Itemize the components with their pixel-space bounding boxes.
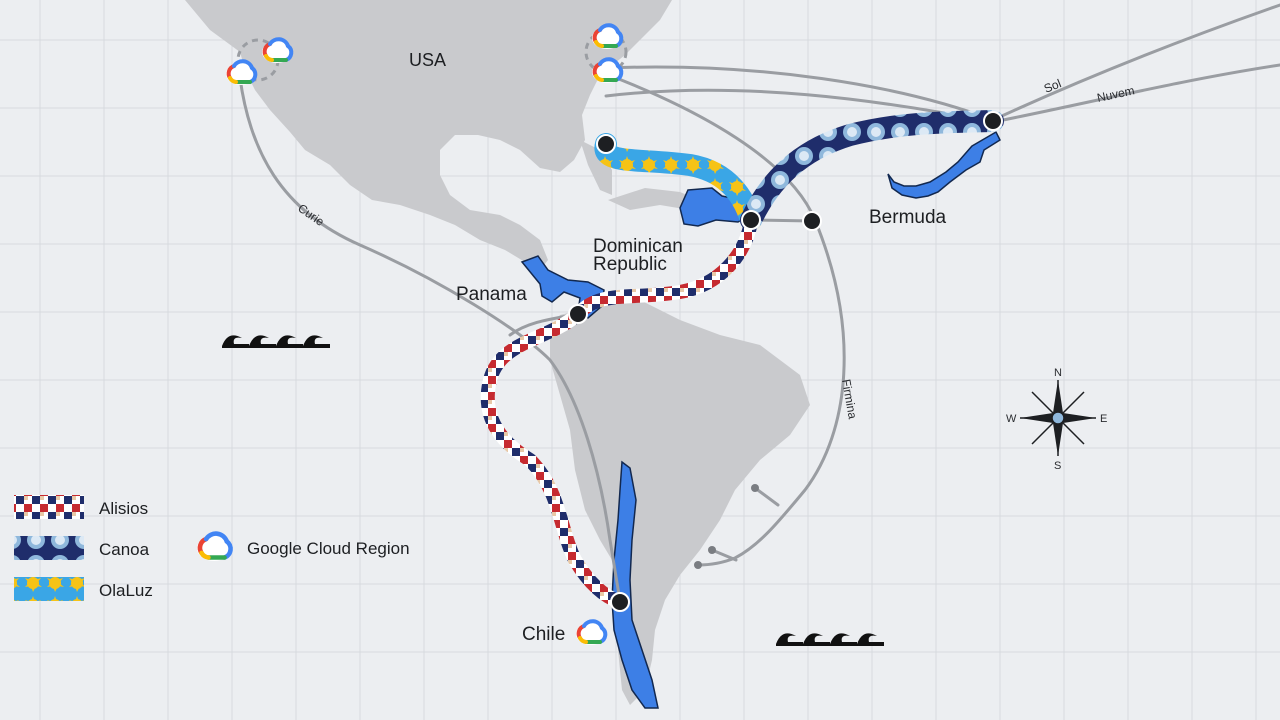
cable-firmina-branch-2 bbox=[710, 548, 738, 562]
wave-icon bbox=[276, 335, 303, 348]
landing-station-dot bbox=[610, 592, 630, 612]
compass-rose-icon: N S E W bbox=[1006, 367, 1107, 472]
country-dominican-republic bbox=[679, 187, 754, 227]
compass-north: N bbox=[1054, 367, 1062, 379]
land-south-america bbox=[550, 300, 810, 705]
google-cloud-icon bbox=[576, 619, 608, 645]
cable-olaluz bbox=[594, 133, 762, 231]
compass-south: S bbox=[1054, 460, 1061, 472]
wave-icon bbox=[803, 633, 830, 646]
landing-stations bbox=[568, 111, 1003, 612]
cable-curie bbox=[238, 76, 622, 602]
wave-icon bbox=[249, 335, 276, 348]
google-cloud-icon bbox=[262, 37, 294, 63]
google-cloud-icon bbox=[592, 57, 624, 83]
cable-lines bbox=[238, 3, 1280, 602]
label-usa: USA bbox=[409, 50, 447, 70]
label-chile: Chile bbox=[522, 624, 566, 645]
patterned-cables bbox=[480, 110, 1004, 609]
land-masses bbox=[185, 0, 810, 705]
country-bermuda bbox=[887, 130, 1001, 199]
compass-west: W bbox=[1006, 413, 1017, 425]
label-panama: Panama bbox=[456, 284, 527, 305]
landing-station-dot bbox=[983, 111, 1003, 131]
label-bermuda: Bermuda bbox=[869, 207, 947, 228]
compass-east: E bbox=[1100, 413, 1107, 425]
waves bbox=[222, 335, 884, 646]
legend-label-canoa: Canoa bbox=[99, 540, 150, 559]
branch-dot bbox=[751, 484, 759, 492]
wave-icon bbox=[857, 633, 884, 646]
wave-icon bbox=[222, 335, 249, 348]
branch-dot bbox=[708, 546, 716, 554]
cloud-icons bbox=[196, 23, 624, 645]
cable-canoa bbox=[740, 110, 1004, 231]
country-chile bbox=[611, 460, 659, 709]
legend-swatch-olaluz bbox=[14, 577, 84, 601]
legend-label-olaluz: OlaLuz bbox=[99, 581, 153, 600]
cable-alisios bbox=[480, 215, 758, 609]
label-dominican-republic-line1: Dominican bbox=[593, 236, 683, 257]
land-north-america bbox=[185, 0, 672, 270]
landing-station-dot bbox=[596, 134, 616, 154]
landing-station-dot bbox=[802, 211, 822, 231]
cable-label-sol: Sol bbox=[1042, 76, 1063, 95]
wave-icon bbox=[830, 633, 857, 646]
wave-icon bbox=[776, 633, 803, 646]
google-cloud-icon bbox=[226, 59, 258, 85]
legend-label-cloud-region: Google Cloud Region bbox=[247, 539, 410, 558]
cable-sol bbox=[604, 3, 1280, 122]
google-cloud-icon bbox=[196, 531, 233, 561]
branch-dot bbox=[694, 561, 702, 569]
legend-swatches bbox=[14, 495, 84, 601]
landing-station-dot bbox=[741, 210, 761, 230]
landing-station-dot bbox=[568, 304, 588, 324]
land-florida bbox=[580, 140, 612, 195]
cable-label-nuvem: Nuvem bbox=[1096, 83, 1136, 105]
cable-label-firmina: Firmina bbox=[839, 378, 860, 420]
legend-label-alisios: Alisios bbox=[99, 499, 149, 518]
legend-swatch-canoa bbox=[14, 536, 84, 560]
google-cloud-icon bbox=[592, 23, 624, 49]
wave-icon bbox=[303, 335, 330, 348]
legend-swatch-alisios bbox=[14, 495, 84, 519]
cable-firmina-branch-1 bbox=[753, 486, 780, 507]
label-dominican-republic-line2: Republic bbox=[593, 254, 667, 275]
